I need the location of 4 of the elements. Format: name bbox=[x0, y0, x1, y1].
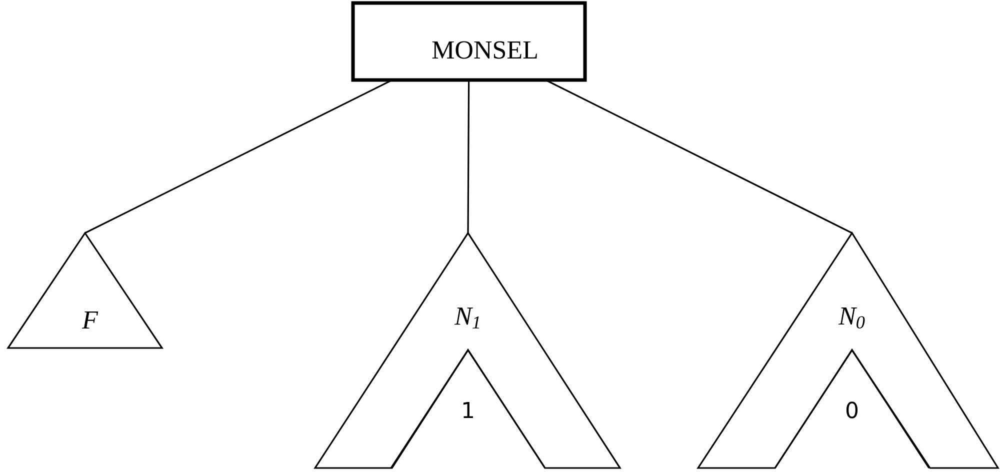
tree-branch bbox=[84, 79, 393, 234]
tree-branch bbox=[545, 79, 852, 234]
tree-branch bbox=[467, 80, 470, 233]
title-box: MONSEL bbox=[351, 1, 587, 82]
